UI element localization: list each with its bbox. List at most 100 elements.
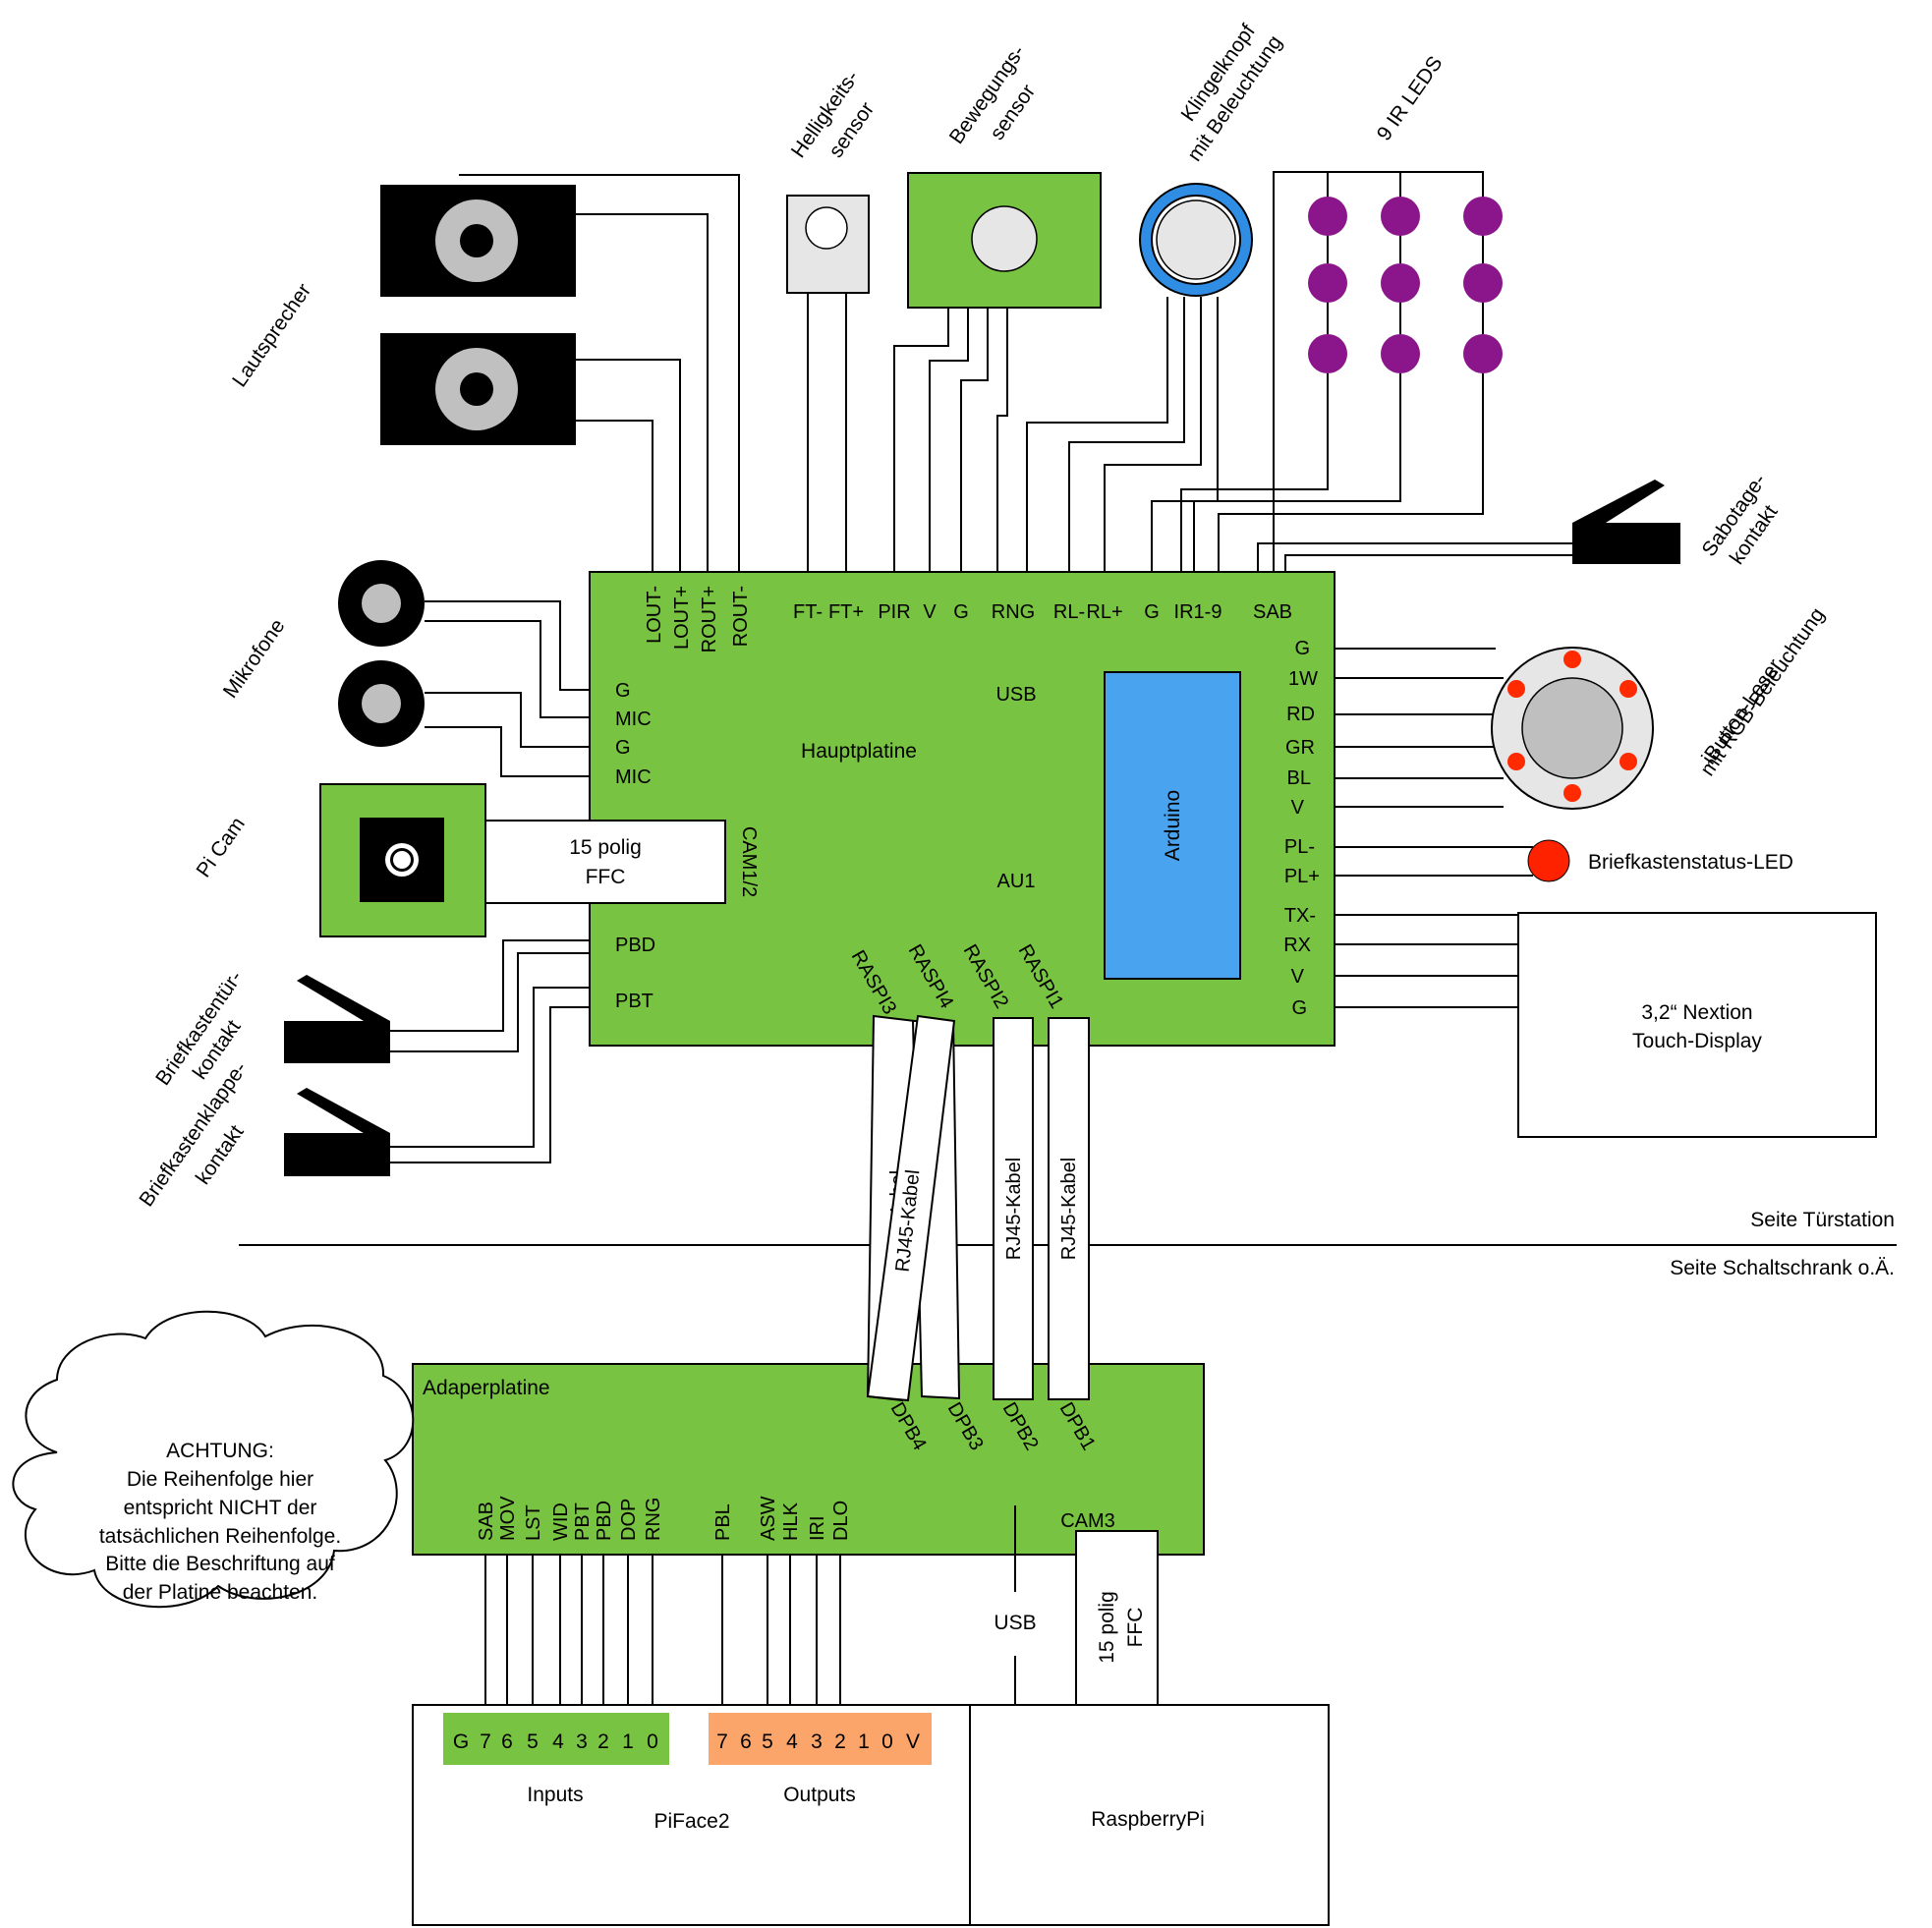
ibutton-label-2: mit RGB-Beleuchtung [1696, 603, 1829, 780]
ir-led-9 [1463, 334, 1503, 373]
adapter-title: Adaperplatine [423, 1377, 550, 1399]
output-3: 3 [811, 1730, 823, 1753]
rj45-label-3: RJ45-Kabel [1003, 1158, 1025, 1261]
pin-rl-minus: RL- [1053, 601, 1085, 623]
input-2: 2 [597, 1730, 609, 1753]
ibutton-rgb-dot-3 [1619, 753, 1637, 770]
ir-led-4 [1308, 263, 1347, 303]
outputs-row: 7 6 5 4 3 2 1 0 V [716, 1730, 920, 1753]
input-6: 6 [501, 1730, 513, 1753]
ibutton-rgb-dot-1 [1563, 651, 1581, 668]
raspberry-pi-board [969, 1704, 1330, 1926]
mailbox-door-contact [284, 975, 390, 1063]
pin-lout-minus: LOUT- [644, 586, 665, 644]
output-5: 5 [762, 1730, 773, 1753]
pin-r-gr: GR [1285, 737, 1315, 759]
pin-pbt: PBT [615, 991, 653, 1012]
ffc-main-line1: 15 polig [569, 836, 642, 859]
mailbox-flap-contact [284, 1088, 390, 1176]
separator-bottom-label: Seite Schaltschrank o.Ä. [1670, 1257, 1895, 1279]
outputs-strip [709, 1713, 932, 1765]
input-3: 3 [576, 1730, 588, 1753]
pin-rng: RNG [992, 601, 1035, 623]
main-au1-label: AU1 [997, 871, 1036, 892]
warning-note-cloud: ACHTUNG: Die Reihenfolge hier entspricht… [12, 1310, 415, 1609]
microphone-1 [338, 560, 425, 647]
pin-r-g1: G [1294, 638, 1310, 659]
arduino-module [1104, 671, 1241, 980]
ffc-cable-main [484, 820, 726, 904]
pin-r-rd: RD [1286, 704, 1315, 725]
adapter-pin-pbt: PBT [572, 1503, 594, 1541]
note-line-4: tatsächlichen Reihenfolge. [99, 1525, 341, 1548]
adapter-pin-pbl: PBL [712, 1503, 734, 1541]
output-v: V [906, 1730, 920, 1753]
status-led-label: Briefkastenstatus-LED [1588, 851, 1793, 874]
input-g: G [453, 1730, 469, 1753]
pin-r-pl-plus: PL+ [1284, 866, 1320, 887]
pin-pir: PIR [878, 601, 910, 623]
ir-led-grid [1308, 197, 1503, 373]
adapter-pin-hlk: HLK [780, 1502, 802, 1541]
adapter-pin-pbd: PBD [594, 1501, 615, 1541]
adapter-pin-asw: ASW [758, 1496, 779, 1541]
ir-led-2 [1381, 197, 1420, 236]
arduino-label: Arduino [1162, 790, 1184, 861]
top-pin-labels: FT- FT+ PIR V G RNG RL- RL+ G IR1-9 SAB … [644, 586, 1292, 652]
right-pin-labels: G 1W RD GR BL V PL- PL+ TX- RX V G [1283, 638, 1320, 1019]
adapter-usb-label: USB [994, 1612, 1036, 1634]
input-4: 4 [552, 1730, 564, 1753]
output-2: 2 [834, 1730, 846, 1753]
pin-r-rx: RX [1283, 935, 1311, 956]
ibutton-rgb-dot-2 [1619, 680, 1637, 698]
pin-v-top: V [923, 601, 937, 623]
ffc-cable-adapter [1075, 1530, 1159, 1725]
pin-rout-plus: ROUT+ [699, 586, 720, 652]
ffc-adapter-line1: 15 polig [1096, 1591, 1118, 1664]
ibutton-rgb-dot-5 [1507, 753, 1525, 770]
pin-g-mic2: G [615, 737, 631, 759]
adapter-pin-sab: SAB [476, 1502, 497, 1541]
output-7: 7 [716, 1730, 728, 1753]
pin-r-g2: G [1291, 997, 1307, 1019]
inputs-label: Inputs [527, 1784, 583, 1806]
pin-g-ir: G [1144, 601, 1160, 623]
ir-leds-label: 9 IR LEDS [1373, 52, 1448, 144]
pin-g-mic1: G [615, 680, 631, 702]
ir-led-1 [1308, 197, 1347, 236]
nextion-display [1517, 912, 1877, 1138]
ffc-adapter-line2: FFC [1124, 1608, 1147, 1648]
rj45-label-4: RJ45-Kabel [1058, 1158, 1080, 1261]
inputs-row: G 7 6 5 4 3 2 1 0 [453, 1730, 658, 1753]
adapter-pin-dop: DOP [618, 1499, 640, 1541]
ir-led-6 [1463, 263, 1503, 303]
pin-ir1-9: IR1-9 [1174, 601, 1222, 623]
ir-led-3 [1463, 197, 1503, 236]
ibutton-rgb-dot-4 [1563, 784, 1581, 802]
adapter-cam3-label: CAM3 [1060, 1510, 1115, 1532]
adapter-pin-lst: LST [523, 1504, 544, 1541]
pin-r-bl: BL [1287, 767, 1311, 789]
light-sensor [786, 195, 870, 294]
pin-g-top: G [953, 601, 969, 623]
adapter-pin-wid: WID [550, 1503, 572, 1541]
pin-mic1: MIC [615, 709, 652, 730]
pin-r-1w: 1W [1288, 668, 1318, 690]
pin-pbd: PBD [615, 935, 655, 956]
output-6: 6 [740, 1730, 752, 1753]
status-led [1527, 839, 1570, 882]
pin-r-v2: V [1291, 966, 1305, 988]
pin-r-pl-minus: PL- [1284, 836, 1315, 858]
rj45-cable-2-front: RJ45-Kabel [866, 1014, 956, 1402]
picam-label: Pi Cam [193, 813, 250, 881]
inputs-strip [443, 1713, 669, 1765]
note-line-3: entspricht NICHT der [124, 1497, 317, 1519]
sabotage-contact [1572, 480, 1680, 564]
adapter-output-pins: PBL ASW HLK IRI DLO [712, 1496, 852, 1541]
raspberry-label: RaspberryPi [1091, 1808, 1205, 1831]
speaker-2 [380, 333, 576, 445]
input-5: 5 [527, 1730, 539, 1753]
note-line-6: der Platine beachten. [123, 1581, 317, 1604]
note-line-1: ACHTUNG: [166, 1440, 274, 1462]
